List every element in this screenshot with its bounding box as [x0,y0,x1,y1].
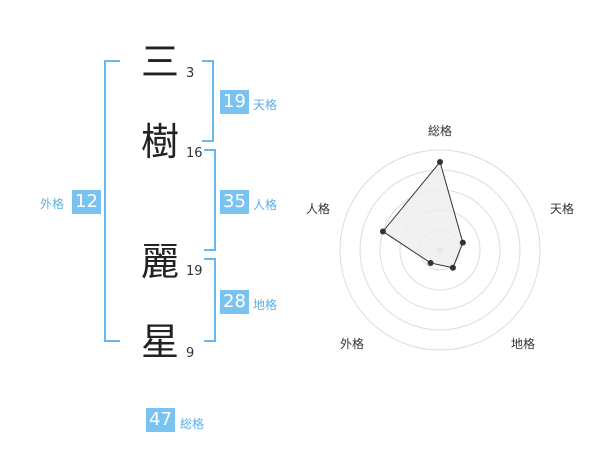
name-char-3: 麗 [140,240,179,284]
radar-point-3 [449,264,456,271]
tenkaku-bracket [202,60,214,142]
radar-ring [339,149,541,351]
radar-label-tenkaku: 天格 [550,202,575,216]
radar-point-5 [379,228,386,235]
tenkaku-value: 19 [220,90,249,114]
stroke-count-3: 19 [186,264,203,279]
radar-point-1 [437,159,443,165]
soukaku-value: 47 [146,408,175,432]
radar-point-2 [459,239,466,246]
gaikaku-label: 外格 [40,197,65,211]
soukaku-label: 総格 [180,417,205,431]
gaikaku-bracket [104,60,120,342]
radar-label-chikaku: 地格 [511,337,536,351]
jinkaku-label: 人格 [253,198,278,212]
chikaku-bracket [204,258,216,342]
stroke-count-1: 3 [186,66,195,81]
radar-series-polygon [382,160,464,269]
radar-point-4 [427,259,434,266]
name-char-2: 樹 [140,120,179,164]
jinkaku-bracket [204,149,216,251]
chikaku-value: 28 [220,290,249,314]
name-char-4: 星 [140,320,179,364]
gaikaku-value: 12 [72,190,101,214]
radar-label-gaikaku: 外格 [340,337,365,351]
tenkaku-label: 天格 [253,98,278,112]
jinkaku-value: 35 [220,190,249,214]
stroke-count-4: 9 [186,346,195,361]
chikaku-label: 地格 [253,298,278,312]
radar-label-soukaku: 総格 [428,124,453,138]
radar-label-jinkaku: 人格 [306,202,331,216]
name-char-1: 三 [140,40,179,84]
stroke-count-2: 16 [186,146,203,161]
